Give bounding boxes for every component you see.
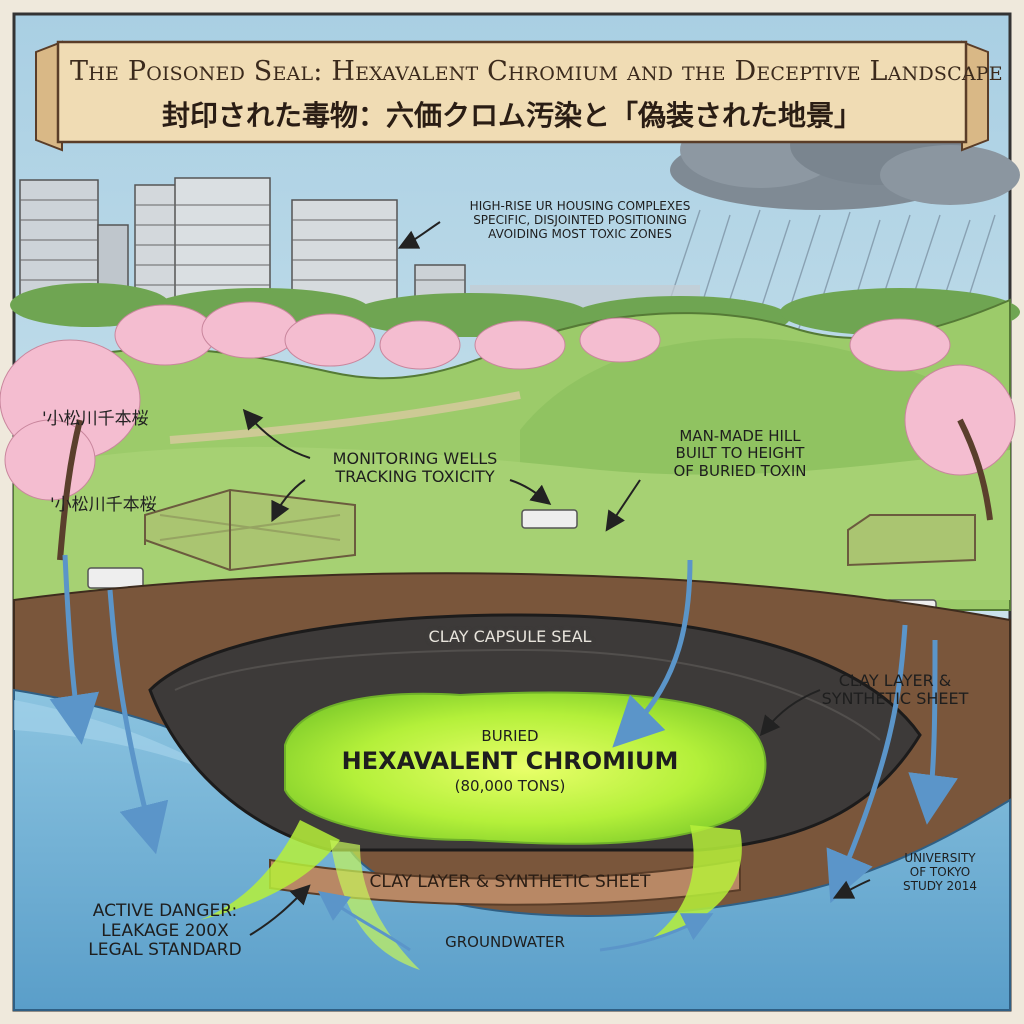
university-label: University of Tokyo study 2014 (880, 851, 1000, 893)
man-made-hill-label: Man-made hill built to height of buried … (640, 427, 840, 480)
clay-sheet-bottom (269, 858, 741, 906)
tree-label-1: '小松川千本桜 (42, 409, 149, 429)
housing-label: High-rise UR housing complexes Specific,… (440, 199, 720, 241)
monitoring-wells-line-2: tracking toxicity (335, 467, 495, 487)
buried-prefix: Buried (481, 727, 539, 745)
clay-layer-bottom-label: Clay layer & synthetic sheet (369, 872, 651, 892)
clay-layer-right-label: Clay layer & synthetic sheet (790, 671, 1000, 709)
university-line-1: University (904, 851, 976, 865)
university-line-2: of Tokyo (909, 864, 971, 879)
clay-right-line-2: synthetic sheet (821, 689, 969, 709)
title-banner (35, 40, 989, 152)
clay-right-line-1: Clay layer & (838, 671, 952, 690)
label-arrows (242, 221, 871, 936)
cherry-blossom-trees (0, 301, 1016, 561)
fence-right (847, 514, 976, 567)
buried-main: Hexavalent Chromium (341, 747, 679, 775)
hill-line-3: of buried toxin (673, 461, 807, 480)
danger-line-3: legal standard (88, 940, 242, 961)
housing-line-2: Specific, disjointed positioning (473, 212, 687, 227)
clay-capsule-label: Clay capsule seal (428, 627, 592, 646)
active-danger-label: Active danger: Leakage 200x legal standa… (60, 901, 270, 961)
flow-arrows (49, 554, 958, 904)
hill-line-1: Man-made hill (679, 427, 801, 445)
housing-line-3: Avoiding most toxic zones (488, 226, 672, 241)
title-japanese: 封印された毒物：六価クロム汚染と「偽装された地景」 (161, 99, 862, 132)
danger-line-1: Active danger: (92, 901, 238, 921)
groundwater-label: Groundwater (445, 933, 565, 951)
hill-line-2: built to height (675, 444, 805, 463)
tree-label-2: '小松川千本桜 (50, 495, 157, 515)
fence-left (144, 488, 356, 572)
monitoring-wells-line-1: Monitoring wells (332, 449, 498, 468)
university-line-3: study 2014 (903, 878, 977, 893)
monitoring-wells-label: Monitoring wells tracking toxicity (300, 449, 530, 487)
title-english: The Poisoned Seal: Hexavalent Chromium a… (70, 56, 1003, 87)
housing-line-1: High-rise UR housing complexes (469, 199, 691, 213)
danger-line-2: Leakage 200x (101, 920, 229, 941)
buried-amount: (80,000 tons) (454, 777, 566, 795)
